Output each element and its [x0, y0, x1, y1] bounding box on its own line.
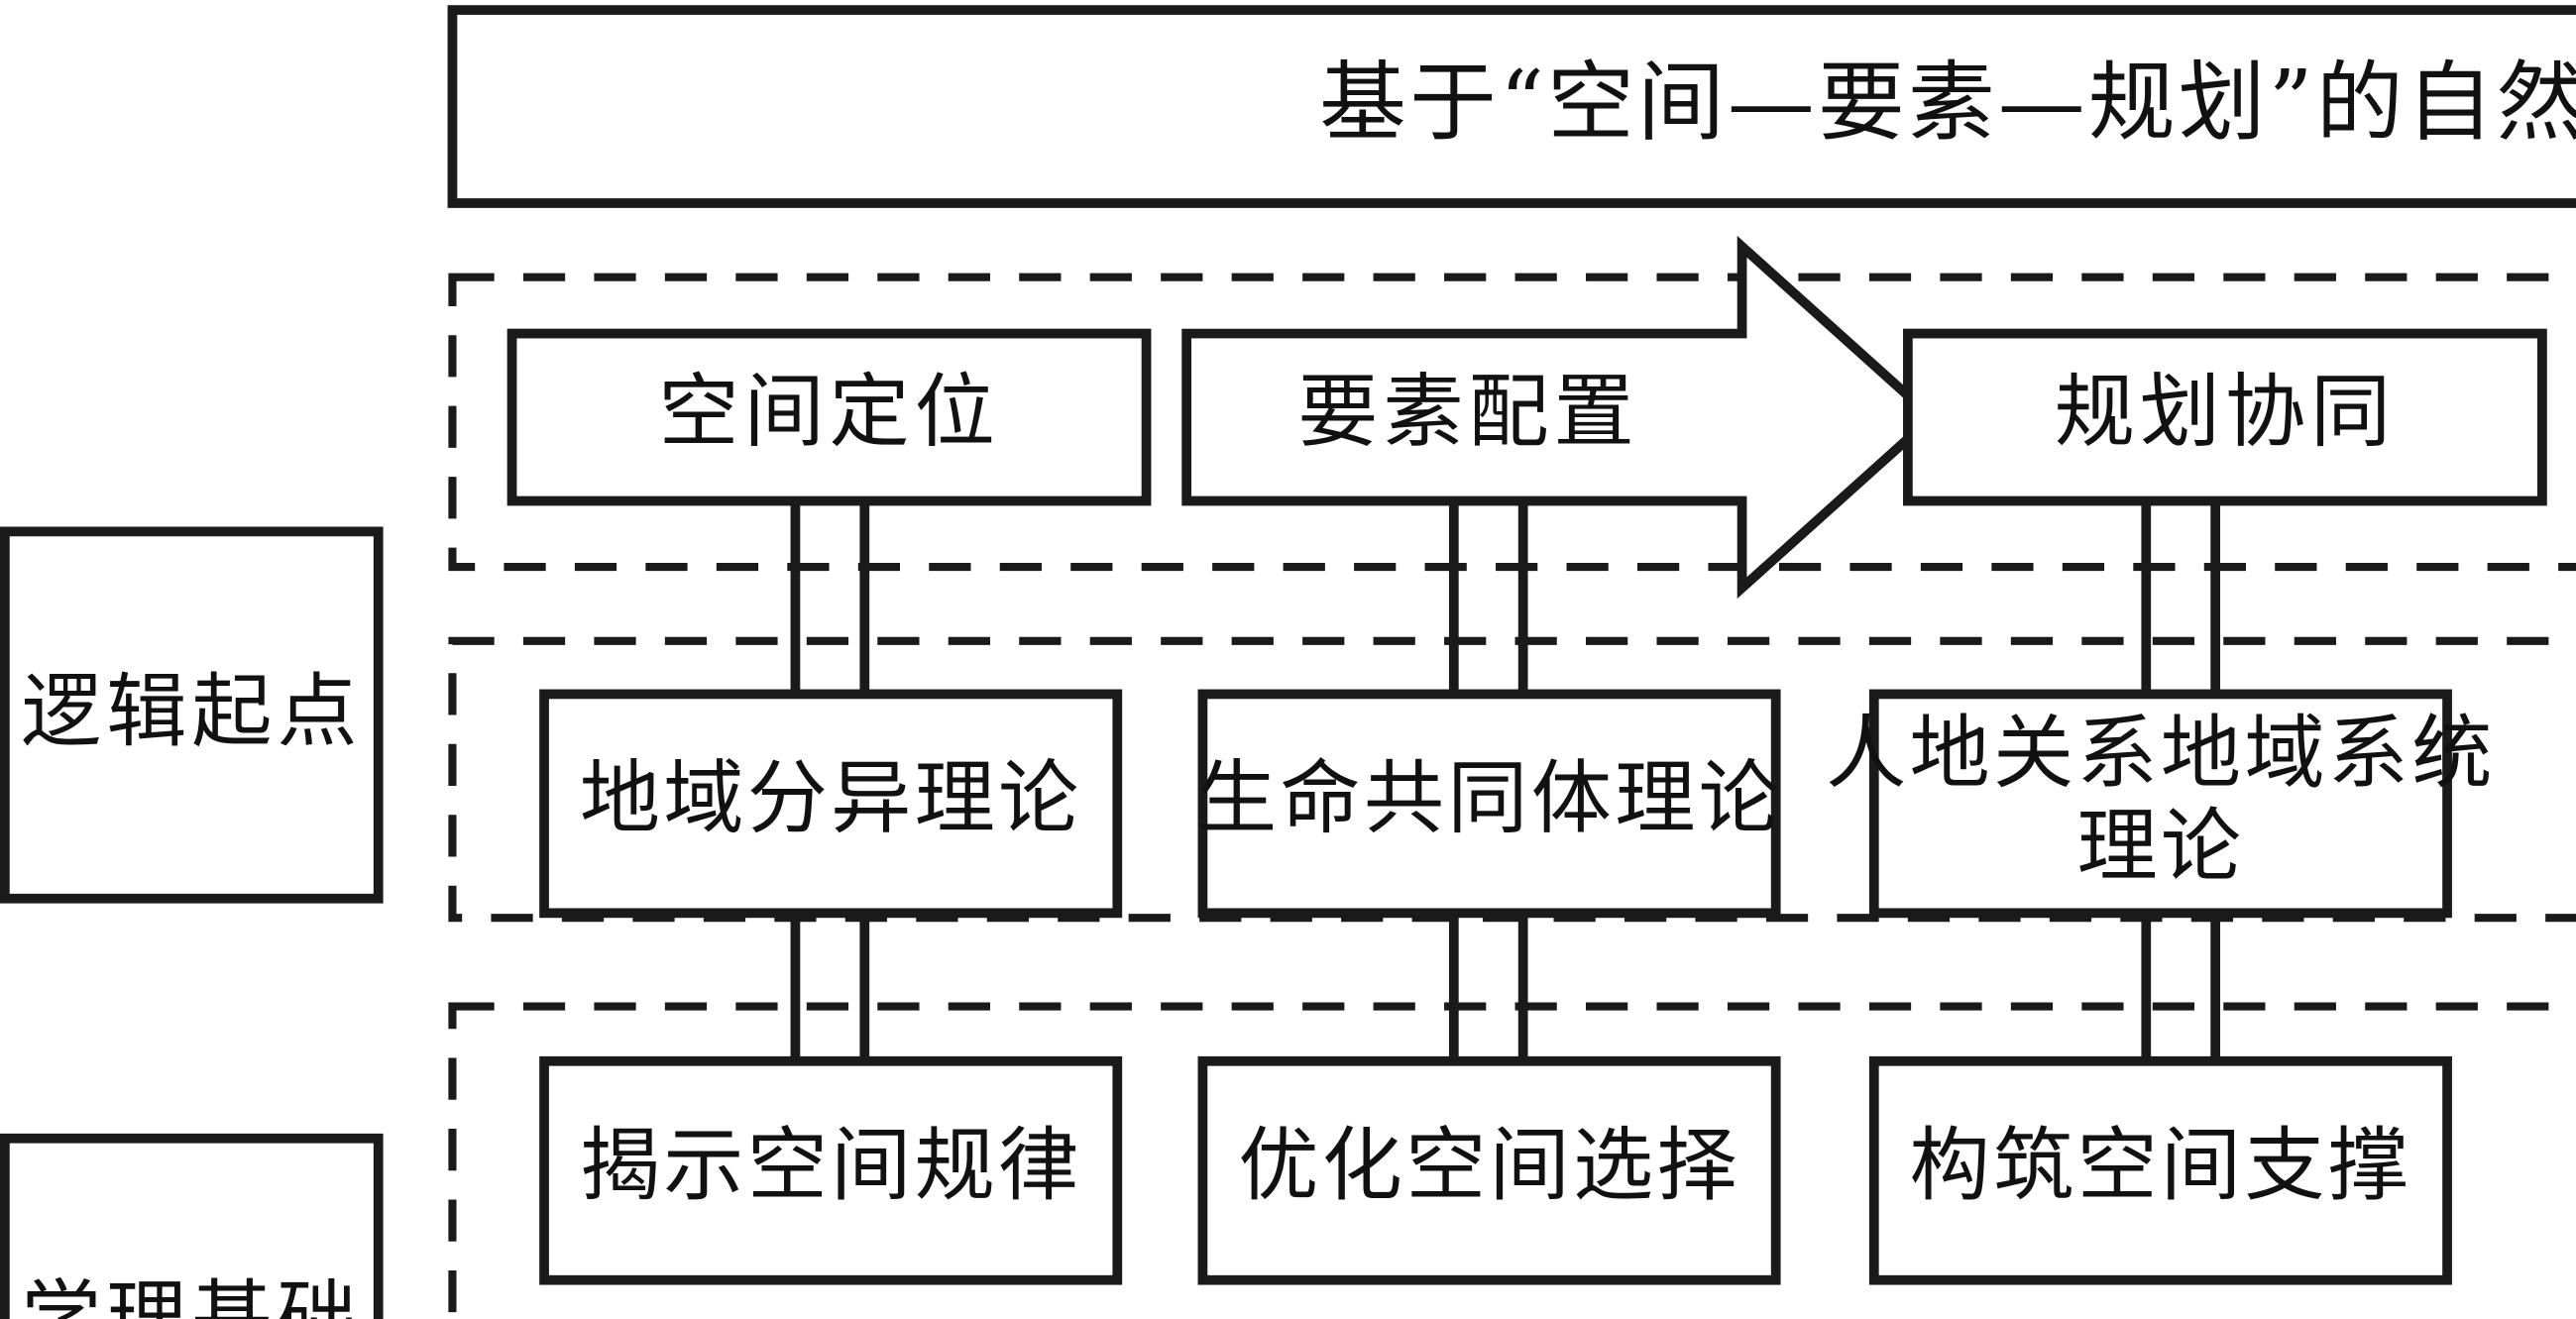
box-optimize-spatial-choice [1197, 1055, 1781, 1285]
title-box [447, 5, 2576, 208]
row-3-box-3: 构筑空间支撑 [1868, 1055, 2452, 1285]
box-label-build-spatial-support: 构筑空间支撑 [1910, 1120, 2412, 1213]
box-label-element-allocation: 要素配置 [1297, 367, 1638, 460]
box-label-planning-coordination: 规划协同 [2055, 367, 2396, 460]
row-3-box-1: 揭示空间规律 [539, 1055, 1123, 1285]
dashed-region-row-1 [448, 273, 2576, 572]
arrow-box-element-allocation [1181, 235, 1940, 600]
title-box-group: 基于“空间—要素—规划”的自然资源规划学科建设 [447, 5, 2576, 208]
stage-label-1: 逻辑起点 [21, 666, 362, 759]
box-label-space-positioning: 空间定位 [658, 367, 999, 460]
row-1-box-2: 要素配置 [1181, 235, 1940, 600]
box-label-reveal-spatial-laws: 揭示空间规律 [580, 1120, 1082, 1213]
row-1-box-3: 规划协同 [1903, 328, 2547, 506]
row-3-box-2: 优化空间选择 [1197, 1055, 1781, 1285]
box-label-life-community-theory: 生命共同体理论 [1196, 753, 1782, 846]
box-planning-coordination [1903, 328, 2547, 506]
box-space-positioning [506, 328, 1152, 506]
figure-title: 基于“空间—要素—规划”的自然资源规划学科建设 [1319, 53, 2576, 154]
row-2-box-1: 地域分异理论 [539, 689, 1123, 919]
box-reveal-spatial-laws [539, 1055, 1123, 1285]
row-2-box-2: 生命共同体理论 [1196, 689, 1782, 919]
dashed-region-row-2 [448, 636, 2576, 923]
box-build-spatial-support [1868, 1055, 2452, 1285]
box-label-regional-differentiation-theory: 地域分异理论 [580, 753, 1082, 846]
box-life-community-theory [1197, 689, 1781, 919]
box-label-optimize-spatial-choice: 优化空间选择 [1238, 1120, 1740, 1213]
stage-label-logic-start: 逻辑起点 [0, 526, 384, 904]
row-2-box-3: 人地关系地域系统 理论 [1826, 689, 2496, 919]
dashed-region-row-3 [448, 1002, 2576, 1319]
row-1-box-1: 空间定位 [506, 328, 1152, 506]
box-human-land-system-theory [1868, 689, 2452, 919]
stage-box-2 [0, 1133, 384, 1319]
box-regional-differentiation-theory [539, 689, 1123, 919]
box-label-human-land-system-theory-line1: 人地关系地域系统 [1826, 708, 2496, 801]
stage-label-theory-base: 学理基础 [0, 1133, 384, 1319]
box-label-human-land-system-theory-line2: 理论 [2076, 801, 2244, 894]
stage-label-2: 学理基础 [21, 1272, 362, 1319]
stage-box-1 [0, 526, 384, 904]
